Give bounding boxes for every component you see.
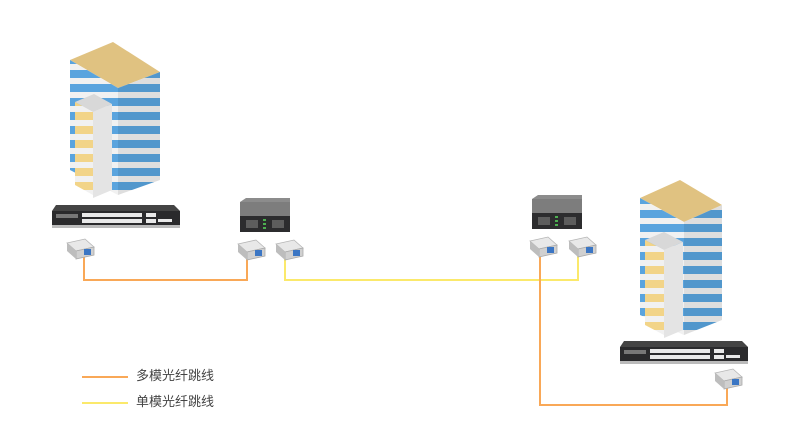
switch-right [620,341,748,364]
media-converter-right [532,195,582,229]
sfp-module-converter-left-b [275,239,304,261]
multimode-fiber-left [83,257,248,281]
building-right [640,180,722,338]
sfp-module-converter-left-a [237,239,266,261]
multimode-fiber-right [539,256,728,406]
sfp-module-switch-left [66,238,95,260]
media-converter-left [240,198,290,232]
switch-left [52,205,180,228]
legend-singlemode-label: 单模光纤跳线 [136,395,215,410]
sfp-module-converter-right-b [568,236,597,258]
legend-multimode-label: 多模光纤跳线 [136,369,215,384]
building-left [70,42,160,198]
singlemode-fiber [284,256,579,281]
sfp-module-converter-right-a [529,236,558,258]
sfp-module-switch-right [714,368,743,390]
